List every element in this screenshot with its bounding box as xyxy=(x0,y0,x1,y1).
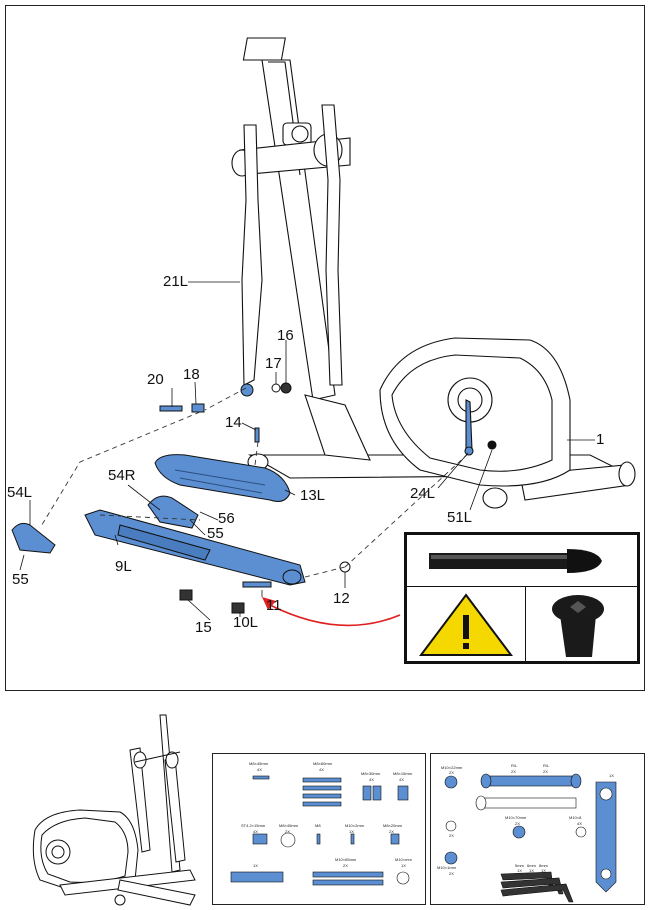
hw-left-item-9-qty: 1X xyxy=(253,863,258,868)
nut-15 xyxy=(179,589,193,601)
callout-56: 56 xyxy=(218,510,235,527)
hex-key-5mm-size: 5mm xyxy=(515,863,524,868)
hex-key-6mm-size: 6mm xyxy=(527,863,536,868)
hw-left-item-4-qty: 4X xyxy=(253,829,258,834)
callout-51l: 51L xyxy=(447,509,473,526)
warning-arrow xyxy=(269,604,401,627)
callout-17: 17 xyxy=(265,355,282,372)
washer-17 xyxy=(271,383,281,393)
hw-left-item-8-qty: 2X xyxy=(389,829,394,834)
hw-left-item-11-spec: M10×mm xyxy=(395,857,412,862)
callout-18: 18 xyxy=(183,366,200,383)
hw-left-item-3-qty: 4X xyxy=(399,777,404,782)
hw-left-item-0-qty: 4X xyxy=(257,767,262,772)
hw-left-item-1-spec: M8×60mm xyxy=(313,761,333,766)
bolt-14 xyxy=(254,427,260,443)
hw-left-item-8-spec: M8×20mm xyxy=(383,823,403,828)
callout-13l: 13L xyxy=(300,487,326,504)
handlebar-21l xyxy=(241,124,263,386)
flywheel-housing xyxy=(379,337,571,487)
hw-right-item-6-qty: 2X xyxy=(449,871,454,876)
cover-54l xyxy=(11,522,56,554)
warning-icon xyxy=(419,593,513,656)
callout-1: 1 xyxy=(596,431,605,448)
hw-right-item-0-spec: M10×22mm xyxy=(441,765,463,770)
hw-left-item-7-spec: M10×2mm xyxy=(345,823,365,828)
callout-11: 11 xyxy=(266,597,282,614)
hex-key-8mm-qty: 1X xyxy=(541,868,546,873)
callout-16: 16 xyxy=(277,327,294,344)
bolt-head-icon xyxy=(552,595,604,657)
bolt-11 xyxy=(242,581,272,588)
hw-right-item-2-qty: 2X xyxy=(543,769,548,774)
hex-key-6mm-qty: 1X xyxy=(529,868,534,873)
main-diagram-panel xyxy=(5,5,645,691)
nut-16 xyxy=(280,382,292,394)
hw-left-item-2-spec: M8×30mm xyxy=(361,771,381,776)
warning-cell xyxy=(407,587,526,661)
callout-55-right: 55 xyxy=(207,525,224,542)
callout-9l: 9L xyxy=(115,558,132,575)
callout-20: 20 xyxy=(147,371,164,388)
hw-left-item-1-qty: 4X xyxy=(319,767,324,772)
hex-key-5mm-qty: 1X xyxy=(517,868,522,873)
hw-right-item-3-qty: 2X xyxy=(449,833,454,838)
hw-left-item-2-qty: 4X xyxy=(369,777,374,782)
hardware-panel-left: M8×45mm 4X M8×60mm 4X M8×30mm 4X M8×15mm… xyxy=(212,753,426,905)
hw-left-item-4-spec: ST4.2×15mm xyxy=(241,823,266,828)
hw-right-item-4-qty: 2X xyxy=(515,821,520,826)
cover-54r xyxy=(147,495,199,529)
hw-right-item-0-qty: 2X xyxy=(449,770,454,775)
hw-left-item-10-qty: 2X xyxy=(343,863,348,868)
bolt-head-cell xyxy=(526,587,637,661)
hw-left-item-3-spec: M8×15mm xyxy=(393,771,413,776)
callout-12: 12 xyxy=(333,590,350,607)
callout-55-left: 55 xyxy=(12,571,29,588)
hw-right-item-5-spec: M10×8 xyxy=(569,815,582,820)
hw-left-item-7-qty: 1X xyxy=(349,829,354,834)
hw-right-item-1-spec: R/L xyxy=(511,763,518,768)
hw-left-item-0-spec: M8×45mm xyxy=(249,761,269,766)
hw-right-item-7-qty: 1X xyxy=(609,773,614,778)
washer-10l xyxy=(231,602,245,614)
hw-left-item-10-spec: M10×65mm xyxy=(335,857,357,862)
hw-right-item-6-spec: M10×1mm xyxy=(437,865,457,870)
hardware-right-drawing xyxy=(444,773,617,903)
hw-right-item-4-spec: M10×70mm xyxy=(505,815,527,820)
hex-key-8mm-size: 8mm xyxy=(539,863,548,868)
hw-left-item-5-spec: M8×45mm xyxy=(279,823,299,828)
hw-right-item-5-qty: 4X xyxy=(577,821,582,826)
hw-left-item-5-qty: 2X xyxy=(285,829,290,834)
callout-10l: 10L xyxy=(233,614,259,631)
bolt-icon xyxy=(429,549,602,573)
callout-24l: 24L xyxy=(410,485,436,502)
hw-left-item-11-qty: 1X xyxy=(401,863,406,868)
hw-right-item-2-spec: R/L xyxy=(543,763,550,768)
hardware-panel-right: M10×22mm 2X R/L 2X R/L 2X 2X M10×70mm 2X… xyxy=(430,753,645,905)
hw-left-item-6-spec: M8 xyxy=(315,823,321,828)
callout-54r: 54R xyxy=(108,467,136,484)
hardware-left-drawing xyxy=(230,775,410,886)
callout-21l: 21L xyxy=(163,273,189,290)
bolt-detail-cell xyxy=(407,535,637,587)
detail-inset xyxy=(404,532,640,664)
hw-right-item-1-qty: 2X xyxy=(511,769,516,774)
callout-15: 15 xyxy=(195,619,212,636)
callout-54l: 54L xyxy=(7,484,33,501)
bolt-20 xyxy=(159,405,183,412)
callout-14: 14 xyxy=(225,414,242,431)
washer-18 xyxy=(191,403,205,413)
